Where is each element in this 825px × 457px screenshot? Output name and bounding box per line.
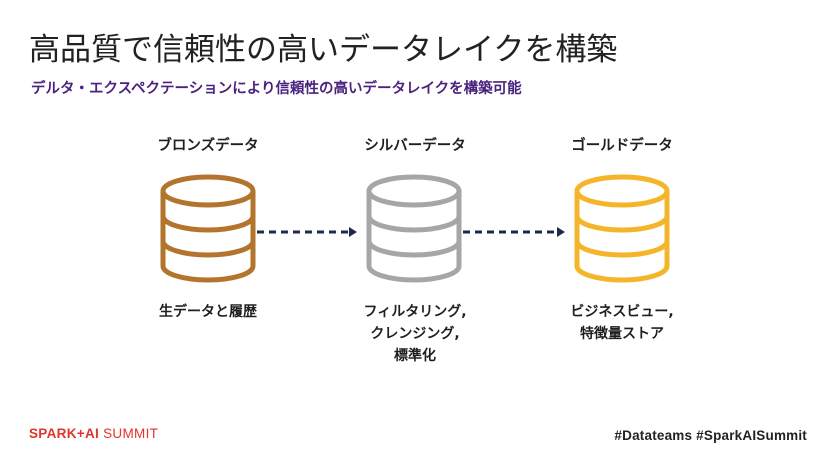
stage-description-line: ビジネスビュー, [570, 304, 674, 320]
stage-description-silver: フィルタリング, クレンジング, 標準化 [330, 301, 500, 367]
stage-description-line: 標準化 [394, 348, 436, 364]
stage-label-gold: ゴールドデータ [571, 138, 673, 154]
gold-database-icon [574, 174, 670, 283]
stage-description-bronze: 生データと履歴 [123, 301, 293, 323]
brand-ai: AI [84, 426, 100, 441]
arrow-silver-to-gold [463, 227, 565, 237]
stage-description-line: 生データと履歴 [159, 304, 257, 320]
slide-title: 高品質で信頼性の高いデータレイクを構築 [29, 32, 618, 68]
stage-label-silver: シルバーデータ [364, 138, 466, 154]
stage-description-gold: ビジネスビュー, 特徴量ストア [537, 301, 707, 345]
stage-description-line: クレンジング, [370, 326, 460, 342]
bronze-database-icon [160, 174, 256, 283]
brand-summit: SUMMIT [103, 426, 159, 441]
footer-hashtags: #Datateams #SparkAISummit [614, 428, 807, 443]
brand-plus: + [76, 426, 85, 441]
stage-description-line: フィルタリング, [363, 304, 467, 320]
brand-spark: SPARK [29, 426, 77, 441]
stage-description-line: 特徴量ストア [580, 326, 664, 342]
silver-database-icon [366, 174, 462, 283]
spark-ai-summit-logo: SPARK+AI SUMMIT [29, 425, 158, 443]
arrow-bronze-to-silver [257, 227, 357, 237]
slide-subtitle: デルタ・エクスペクテーションにより信頼性の高いデータレイクを構築可能 [31, 81, 522, 97]
stage-label-bronze: ブロンズデータ [157, 138, 259, 154]
